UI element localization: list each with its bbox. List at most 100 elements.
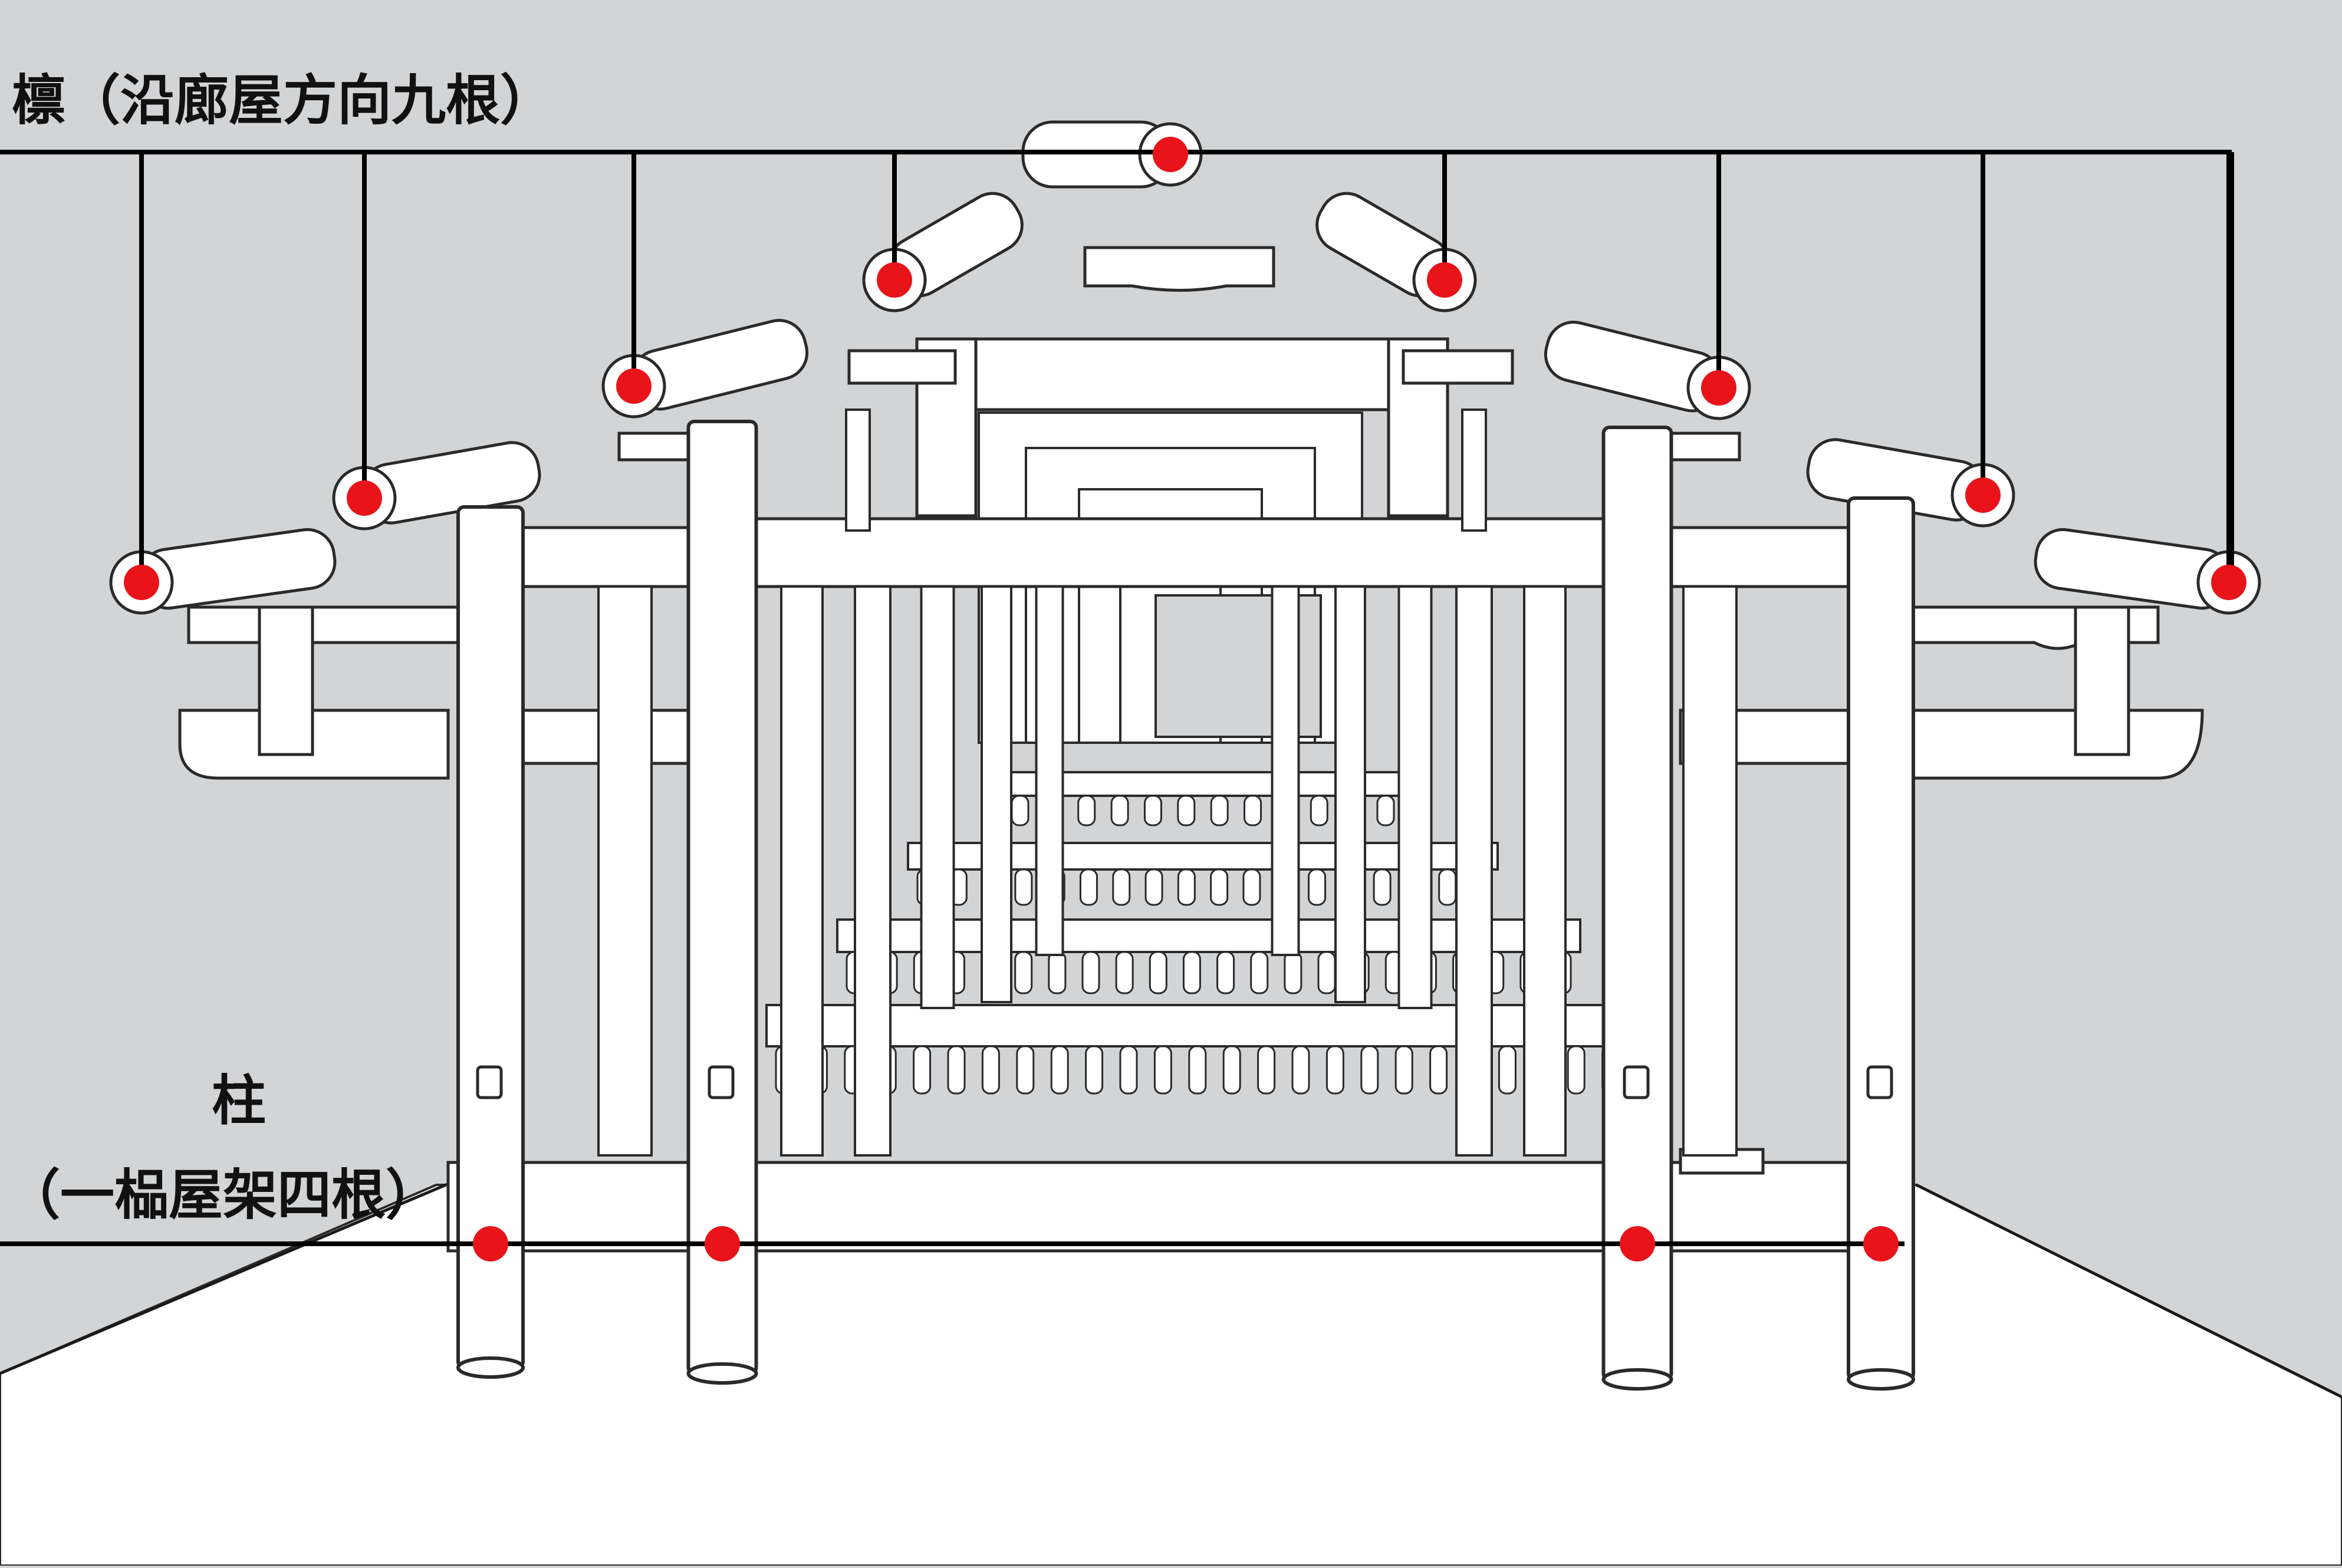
- rung: [1050, 1045, 1069, 1095]
- rung: [1079, 868, 1098, 906]
- interior-post: [597, 585, 653, 1157]
- tie-beam-main: [738, 517, 1626, 588]
- rung: [1257, 1045, 1276, 1095]
- rung: [1325, 1045, 1344, 1095]
- interior-post: [854, 585, 892, 1157]
- rung: [1310, 795, 1328, 826]
- interior-posts: [597, 409, 1738, 1157]
- column-base: [1847, 1368, 1915, 1391]
- rung: [1567, 1045, 1586, 1095]
- interior-post: [780, 585, 824, 1157]
- interior-post: [1271, 585, 1300, 956]
- ridge-bracket: [1083, 246, 1275, 292]
- rung: [1429, 1045, 1448, 1095]
- rung: [1112, 868, 1131, 906]
- column-marker: [473, 1226, 508, 1261]
- rung: [1250, 951, 1269, 994]
- interior-post: [1035, 585, 1064, 956]
- rung: [1115, 951, 1134, 994]
- purlin: [2034, 528, 2261, 615]
- rung: [913, 1045, 932, 1095]
- rung: [1216, 951, 1235, 994]
- purlin-marker: [877, 262, 912, 298]
- purlin: [862, 192, 1024, 312]
- rung: [1360, 1045, 1379, 1095]
- rung: [1077, 795, 1096, 826]
- rung: [1081, 951, 1100, 994]
- purlin-marker: [347, 480, 382, 516]
- purlin: [1544, 320, 1751, 420]
- rung: [1188, 1045, 1207, 1095]
- rung: [1153, 1045, 1172, 1095]
- interior-post: [1334, 585, 1366, 1003]
- purlin-label: 檩（沿廊屋方向九根）: [12, 69, 555, 132]
- rung: [1119, 1045, 1138, 1095]
- interior-post: [1523, 585, 1567, 1157]
- rung: [1149, 951, 1167, 994]
- strut-left: [258, 605, 314, 756]
- mortise-slot: [1623, 1065, 1650, 1099]
- purlin-marker: [1701, 370, 1736, 406]
- purlin: [109, 528, 337, 615]
- rung: [1143, 795, 1162, 826]
- rung: [1177, 868, 1196, 906]
- ground-beam-main: [446, 1161, 1894, 1253]
- rung: [1284, 951, 1302, 994]
- room-surfaces: [0, 1177, 2342, 1567]
- purlin-marker: [1427, 262, 1462, 298]
- leader-lines: [0, 150, 2234, 1246]
- purlin: [601, 318, 809, 419]
- rung: [1011, 795, 1029, 826]
- strut-right: [2074, 605, 2130, 756]
- column-marker: [705, 1226, 740, 1261]
- column-marker: [1620, 1226, 1655, 1261]
- rung: [1048, 951, 1067, 994]
- bracket-upper-right: [1402, 349, 1514, 385]
- column-sublabel: （一榀屋架四根）: [6, 1164, 440, 1227]
- rung: [1016, 1045, 1035, 1095]
- mortise-slot: [708, 1065, 735, 1099]
- rung: [981, 1045, 1000, 1095]
- rung: [1014, 951, 1033, 994]
- rung: [1182, 951, 1201, 994]
- interior-post: [1455, 585, 1493, 1157]
- corbel-left: [187, 605, 462, 650]
- rung: [1291, 1045, 1310, 1095]
- column-base: [686, 1362, 758, 1385]
- interior-post: [981, 585, 1012, 1003]
- purlin-marker: [124, 565, 159, 600]
- column-label: 柱: [211, 1069, 266, 1132]
- mortise-slot: [476, 1065, 503, 1099]
- rung: [1317, 951, 1336, 994]
- purlin: [1315, 192, 1477, 312]
- marker-group: [124, 137, 2246, 1261]
- floor-right-edge: [1915, 1183, 2342, 1399]
- rung: [1438, 868, 1457, 906]
- rung: [1242, 868, 1261, 906]
- rung: [1308, 868, 1327, 906]
- column-base: [1601, 1368, 1673, 1391]
- rung: [1014, 868, 1033, 906]
- floor-left-edge: [0, 1177, 460, 1375]
- purlin-marker: [616, 368, 652, 404]
- purlin-marker: [1965, 477, 2001, 513]
- rung: [1498, 1045, 1517, 1095]
- ground-beam: [446, 1148, 1894, 1253]
- rung: [1373, 868, 1392, 906]
- tie-beam-upper: [915, 337, 1449, 411]
- rung: [1177, 795, 1196, 826]
- purlin-group: [109, 120, 2261, 615]
- rung: [1376, 795, 1395, 826]
- side-brackets: [178, 605, 2204, 780]
- rung: [1244, 795, 1262, 826]
- column-group: [456, 420, 1915, 1391]
- bracket-right: [1891, 709, 2204, 780]
- interior-post: [1682, 585, 1738, 1157]
- interior-post: [1461, 409, 1487, 532]
- rung: [1210, 868, 1229, 906]
- bracket-upper-left: [847, 349, 957, 385]
- purlin-marker: [1153, 137, 1188, 172]
- mortise-slot: [1866, 1065, 1893, 1099]
